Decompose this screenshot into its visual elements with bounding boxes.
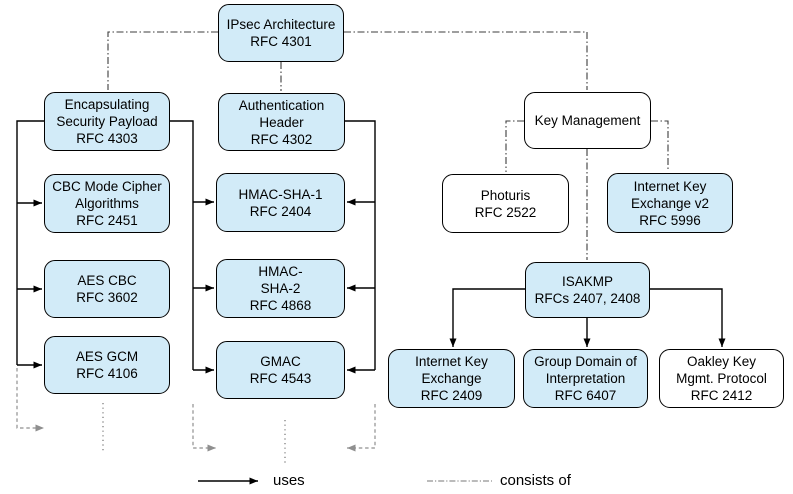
arrow-isakmp-oakley [650,288,726,347]
node-label: RFC 3602 [76,290,138,305]
node-authentication-header: Authentication Header RFC 4302 [218,93,345,151]
edge-ipsec-keymgmt [344,31,588,90]
legend-uses-label: uses [273,472,305,489]
node-key-management: Key Management [524,92,651,149]
node-label: Photuris [480,187,531,203]
node-esp: Encapsulating Security Payload RFC 4303 [44,92,170,151]
node-hmac-sha1: HMAC-SHA-1 RFC 2404 [216,173,345,232]
continuation-mid-rail [192,404,216,452]
node-label: Header [259,114,304,130]
node-ikev2: Internet Key Exchange v2 RFC 5996 [607,173,733,233]
legend-consists-of-label: consists of [500,472,571,489]
rail-ah-right [345,120,376,370]
node-label: RFC 5996 [639,212,701,228]
node-hmac-sha2: HMAC- SHA-2 RFC 4868 [216,259,345,318]
node-label: IPsec Architecture [226,17,336,32]
node-label: RFC 4303 [76,131,138,146]
node-aes-cbc: AES CBC RFC 3602 [44,260,170,318]
node-label: RFC 2451 [76,213,138,228]
node-label: RFC 4301 [250,34,312,49]
node-label: Mgmt. Protocol [676,371,767,386]
continuation-left-rail [16,368,44,432]
node-label: Security Payload [56,114,158,129]
node-label: AES GCM [75,349,139,364]
node-gmac: GMAC RFC 4543 [216,341,345,399]
node-label: RFC 2404 [249,203,312,219]
node-label: RFC 2522 [474,204,537,220]
node-isakmp: ISAKMP RFCs 2407, 2408 [525,262,650,318]
rail-esp-left [16,120,44,365]
node-label: Authentication [238,97,325,113]
node-label: GMAC [260,354,301,369]
node-label: Internet Key [415,354,488,369]
edge-ipsec-esp [107,31,218,90]
node-label: Internet Key [633,178,707,194]
node-label: HMAC-SHA-1 [238,186,323,202]
node-label: RFC 4868 [249,298,312,313]
edge-keymgmt-photuris [505,120,524,172]
node-label: Oakley Key [686,354,757,369]
node-label: HMAC- [258,264,303,279]
node-label: Exchange [421,371,482,386]
node-photuris: Photuris RFC 2522 [442,174,569,233]
node-label: RFCs 2407, 2408 [534,291,641,306]
node-label: Key Management [534,113,641,128]
node-oakley: Oakley Key Mgmt. Protocol RFC 2412 [659,349,784,408]
node-ipsec-architecture: IPsec Architecture RFC 4301 [218,4,344,62]
node-gdoi: Group Domain of Interpretation RFC 6407 [523,349,648,408]
node-label: Algorithms [75,196,139,211]
node-ike: Internet Key Exchange RFC 2409 [388,349,515,408]
node-label: RFC 4302 [250,131,313,147]
node-label: AES CBC [77,273,137,288]
node-label: RFC 6407 [554,388,617,403]
node-label: RFC 4106 [76,366,138,381]
node-label: RFC 4543 [249,371,312,386]
node-cbc-mode-cipher: CBC Mode Cipher Algorithms RFC 2451 [44,174,170,233]
edge-keymgmt-ikev2 [651,120,669,171]
node-label: CBC Mode Cipher [52,179,162,194]
node-label: Encapsulating [64,97,150,112]
arrow-isakmp-ike [449,288,525,347]
node-label: ISAKMP [561,274,613,289]
rail-esp-right [170,120,194,370]
node-label: RFC 2409 [420,388,483,403]
node-label: Group Domain of [534,354,637,369]
continuation-right-rail [347,404,376,452]
node-label: Exchange v2 [630,195,710,211]
node-aes-gcm: AES GCM RFC 4106 [44,336,170,394]
node-label: RFC 2412 [690,388,753,403]
node-label: SHA-2 [260,281,301,296]
node-label: Interpretation [545,371,626,386]
